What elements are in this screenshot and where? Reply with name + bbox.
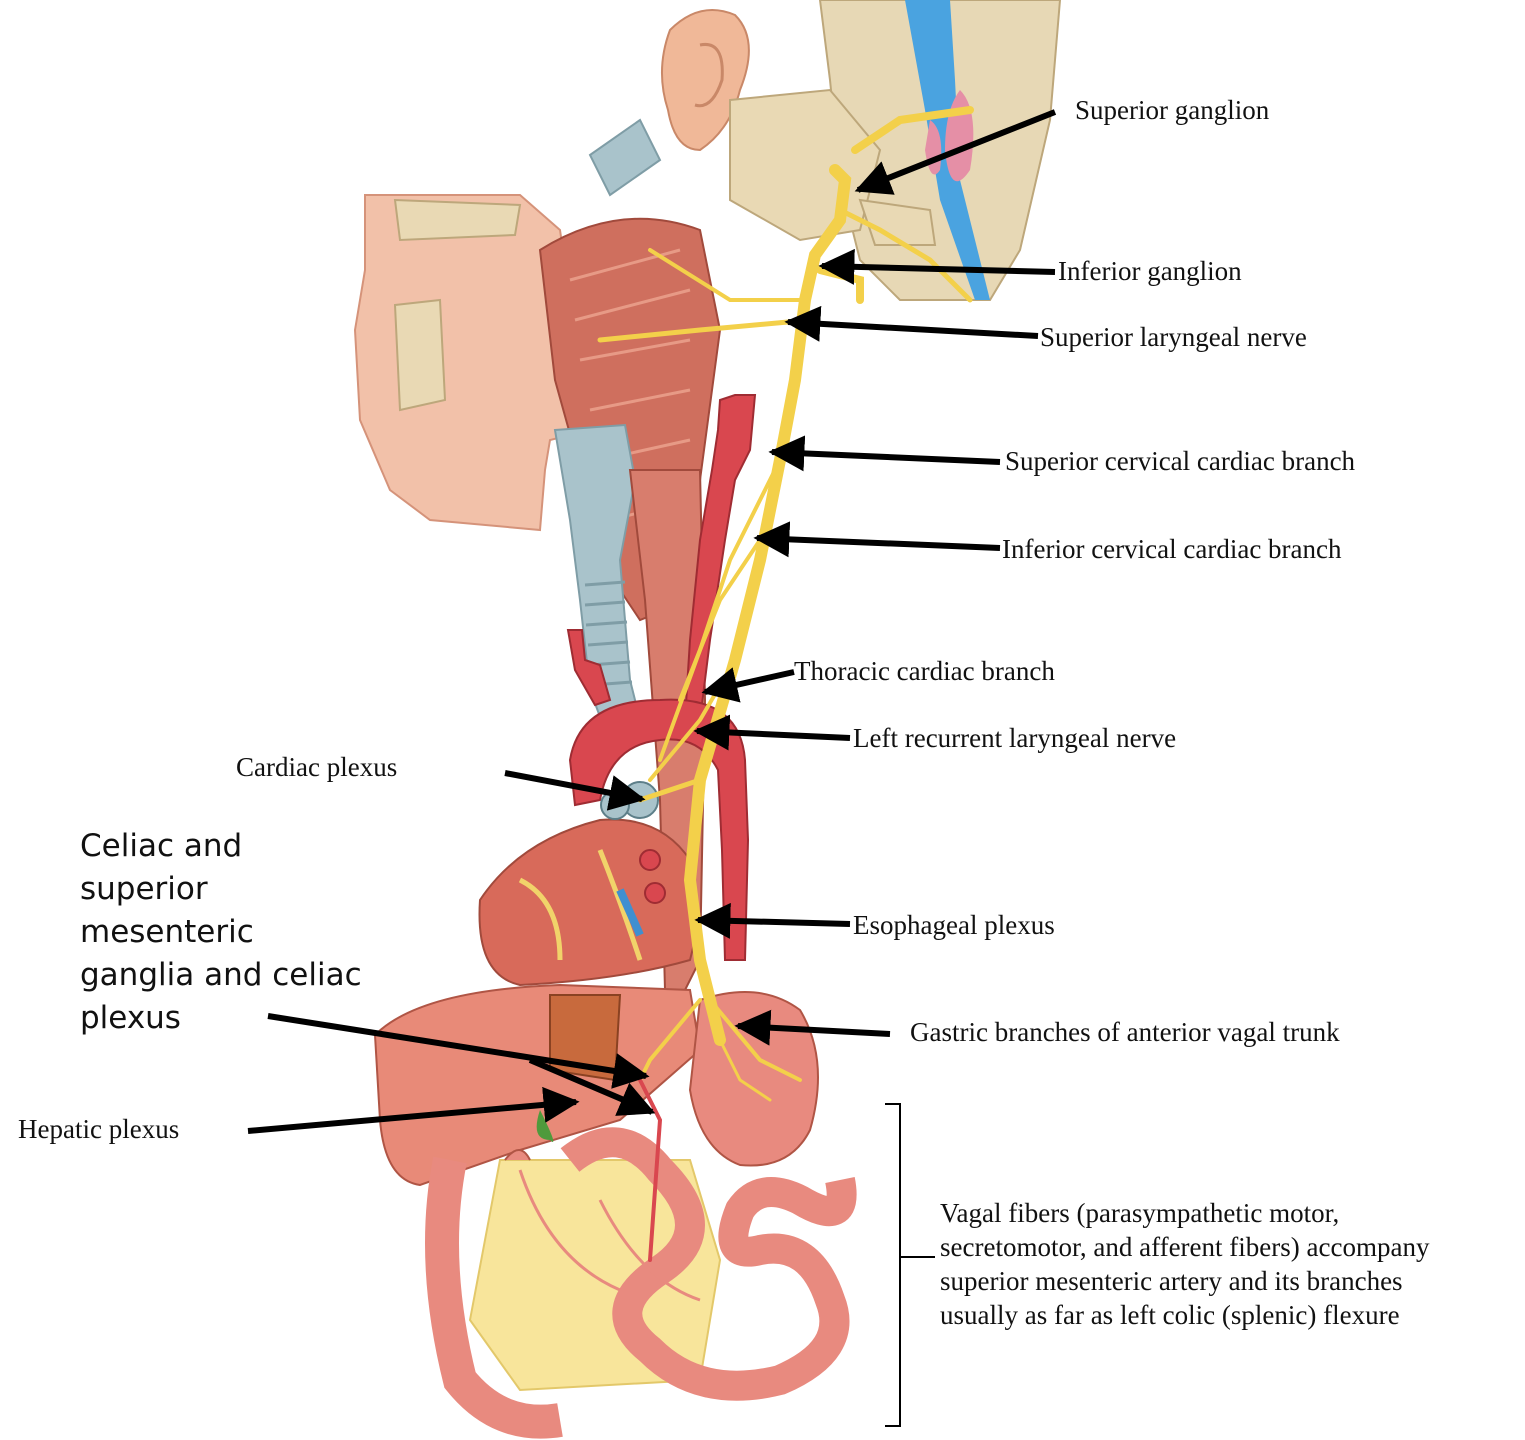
vagal-note-line: superior mesenteric artery and its branc… (940, 1264, 1429, 1298)
vagal-note-line: Vagal fibers (parasympathetic motor, (940, 1196, 1429, 1230)
arrow-superior-cervical-cardiac-branch (772, 452, 1000, 462)
label-thoracic-cardiac-branch: Thoracic cardiac branch (794, 654, 1055, 688)
label-superior-laryngeal-nerve: Superior laryngeal nerve (1040, 320, 1307, 354)
label-celiac-ganglia: Celiac and superior mesenteric ganglia a… (80, 825, 370, 1040)
label-superior-ganglion: Superior ganglion (1075, 93, 1269, 127)
label-superior-cervical-cardiac-branch: Superior cervical cardiac branch (1005, 444, 1355, 478)
label-inferior-cervical-cardiac-branch: Inferior cervical cardiac branch (1002, 532, 1342, 566)
label-left-recurrent-laryngeal-nerve: Left recurrent laryngeal nerve (853, 721, 1176, 755)
arrow-esophageal-plexus (698, 920, 850, 924)
arrow-inferior-ganglion (822, 266, 1055, 272)
arrow-thoracic-cardiac-branch (705, 672, 794, 692)
label-cardiac-plexus: Cardiac plexus (236, 750, 397, 784)
intestines (442, 1142, 842, 1421)
label-hepatic-plexus: Hepatic plexus (18, 1112, 179, 1146)
auditory-tube (590, 120, 660, 195)
arrow-inferior-cervical-cardiac-branch (757, 538, 1000, 548)
vagal-note-line: secretomotor, and afferent fibers) accom… (940, 1230, 1429, 1264)
vagal-note-line: usually as far as left colic (splenic) f… (940, 1298, 1429, 1332)
label-gastric-branches: Gastric branches of anterior vagal trunk (910, 1015, 1340, 1049)
bracket (885, 1104, 935, 1426)
arrow-superior-laryngeal-nerve (788, 322, 1038, 336)
vagal-fibers-note: Vagal fibers (parasympathetic motor, sec… (940, 1196, 1429, 1332)
label-inferior-ganglion: Inferior ganglion (1058, 254, 1242, 288)
label-esophageal-plexus: Esophageal plexus (853, 908, 1055, 942)
